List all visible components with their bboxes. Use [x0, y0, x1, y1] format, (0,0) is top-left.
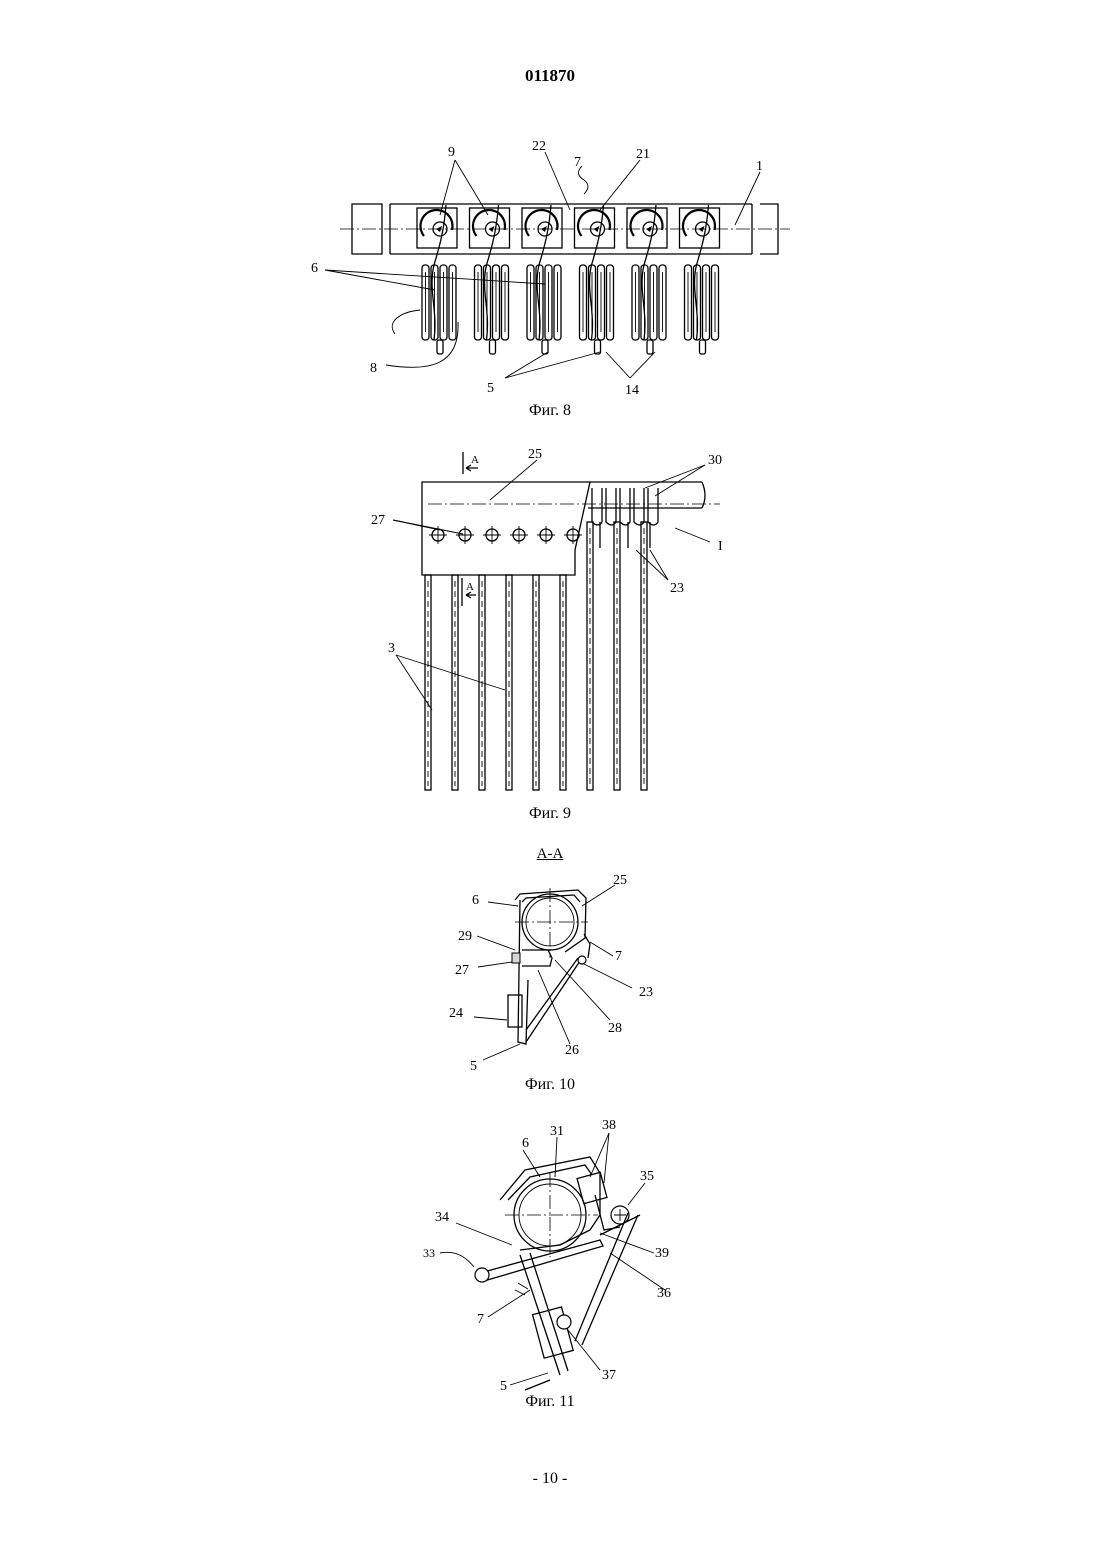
- fig10-label-29: 29: [458, 929, 472, 944]
- hook-unit: [627, 205, 667, 354]
- fig11-label-34: 34: [435, 1210, 449, 1225]
- fig11-label-5: 5: [500, 1379, 507, 1394]
- fig10-label-24: 24: [449, 1006, 463, 1021]
- fig8-label-8: 8: [370, 361, 377, 376]
- hook-unit: [575, 205, 615, 354]
- fig10-label-23: 23: [639, 985, 653, 1000]
- fig11-label-36: 36: [657, 1286, 671, 1301]
- fig10-label-7: 7: [615, 949, 622, 964]
- fig10-label-26: 26: [565, 1043, 579, 1058]
- fig9-leaders: [393, 460, 710, 710]
- figure-11-drawing: 31 38 6 35 34 39 33 36 7 37 5: [0, 1105, 1100, 1405]
- fig8-label-5: 5: [487, 381, 494, 396]
- fig9-label-27: 27: [371, 513, 385, 528]
- fig11-label-38: 38: [602, 1118, 616, 1133]
- fig10-label-6: 6: [472, 893, 479, 908]
- fig10-label-27: 27: [455, 963, 469, 978]
- figure-11-caption: Фиг. 11: [0, 1393, 1100, 1411]
- hooks-30: [592, 488, 658, 548]
- fig11-label-31: 31: [550, 1124, 564, 1139]
- figure-9-drawing: A 25 30 27 I A 23 3: [0, 430, 1100, 830]
- fig10-label-5: 5: [470, 1059, 477, 1074]
- fig9-label-I: I: [718, 539, 723, 554]
- fig11-label-39: 39: [655, 1246, 669, 1261]
- fig9-label-30: 30: [708, 453, 722, 468]
- page-number: - 10 -: [0, 1470, 1100, 1488]
- fig11-label-37: 37: [602, 1368, 616, 1383]
- hook: [648, 488, 658, 525]
- fig9-section-letter-mid: A: [466, 581, 474, 593]
- figure-9-caption: Фиг. 9: [0, 805, 1100, 823]
- fig11-label-7: 7: [477, 1312, 484, 1327]
- figure-8-caption: Фиг. 8: [0, 402, 1100, 420]
- needles-3: [425, 522, 647, 790]
- hook-unit: [417, 205, 457, 354]
- fig10-label-25: 25: [613, 873, 627, 888]
- figure-10-caption: Фиг. 10: [0, 1076, 1100, 1094]
- fig8-label-6: 6: [311, 261, 318, 276]
- hook: [634, 488, 644, 525]
- fig9-label-25: 25: [528, 447, 542, 462]
- figure-10-drawing: 6 25 29 7 27 23 24 28 26 5: [0, 860, 1100, 1070]
- fig8-label-14: 14: [625, 383, 639, 398]
- fig9-section-letter-top: A: [471, 454, 479, 466]
- fig11-label-35: 35: [640, 1169, 654, 1184]
- hook-unit: [680, 205, 720, 354]
- fig9-label-3: 3: [388, 641, 395, 656]
- fig8-label-22: 22: [532, 139, 546, 154]
- fig9-label-23: 23: [670, 581, 684, 596]
- fig8-label-1: 1: [756, 159, 763, 174]
- holes-27: [429, 526, 582, 544]
- hook-units: [417, 205, 720, 354]
- fig11-leaders: [440, 1133, 665, 1385]
- fig8-label-21: 21: [636, 147, 650, 162]
- rail: [340, 204, 790, 254]
- hook: [592, 488, 602, 525]
- housing: [500, 1157, 600, 1257]
- figure-8-drawing: 9 22 7 21 1 6 8 5 14: [0, 0, 1100, 420]
- fig10-label-28: 28: [608, 1021, 622, 1036]
- fig8-label-7: 7: [574, 155, 581, 170]
- fig8-label-9: 9: [448, 145, 455, 160]
- levers: [475, 1213, 640, 1390]
- hook: [606, 488, 616, 525]
- fig11-label-6: 6: [522, 1136, 529, 1151]
- hook: [620, 488, 630, 525]
- hook-unit: [522, 205, 562, 354]
- fig11-label-33: 33: [423, 1246, 435, 1260]
